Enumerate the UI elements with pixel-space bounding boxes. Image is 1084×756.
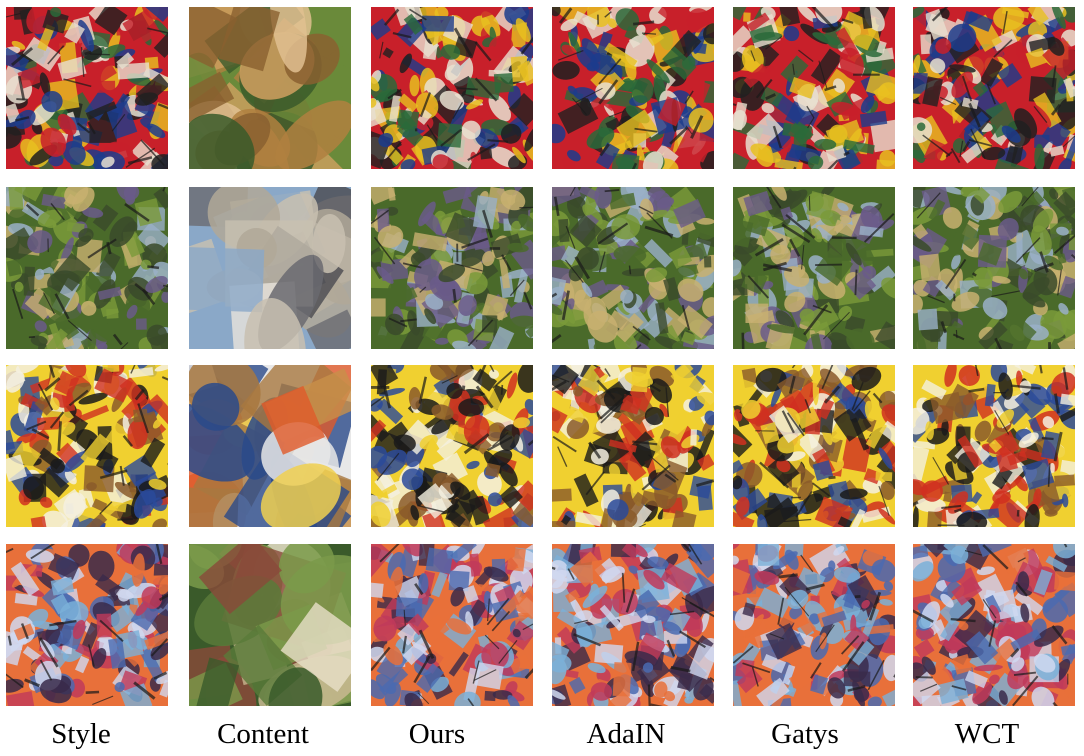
column-label-gatys: Gatys — [771, 718, 839, 750]
ours-image-row3 — [371, 365, 533, 527]
gatys-image-row4 — [733, 544, 895, 706]
wct-image-row3 — [913, 365, 1075, 527]
style-image-row1 — [6, 7, 168, 169]
column-label-adain: AdaIN — [586, 718, 666, 750]
content-image-row4 — [189, 544, 351, 706]
adain-image-row3 — [552, 365, 714, 527]
wct-image-row1 — [913, 7, 1075, 169]
style-image-row2 — [6, 187, 168, 349]
image-grid — [6, 7, 1075, 706]
column-label-content: Content — [217, 718, 309, 750]
content-image-row2 — [189, 187, 351, 349]
adain-image-row4 — [552, 544, 714, 706]
wct-image-row4 — [913, 544, 1075, 706]
ours-image-row1 — [371, 7, 533, 169]
content-image-row3 — [189, 365, 351, 527]
ours-image-row4 — [371, 544, 533, 706]
column-label-wct: WCT — [954, 718, 1020, 750]
ours-image-row2 — [371, 187, 533, 349]
gatys-image-row2 — [733, 187, 895, 349]
column-label-style: Style — [51, 718, 111, 750]
style-image-row4 — [6, 544, 168, 706]
gatys-image-row1 — [733, 7, 895, 169]
adain-image-row2 — [552, 187, 714, 349]
column-label-ours: Ours — [408, 718, 466, 750]
style-image-row3 — [6, 365, 168, 527]
wct-image-row2 — [913, 187, 1075, 349]
adain-image-row1 — [552, 7, 714, 169]
content-image-row1 — [189, 7, 351, 169]
gatys-image-row3 — [733, 365, 895, 527]
